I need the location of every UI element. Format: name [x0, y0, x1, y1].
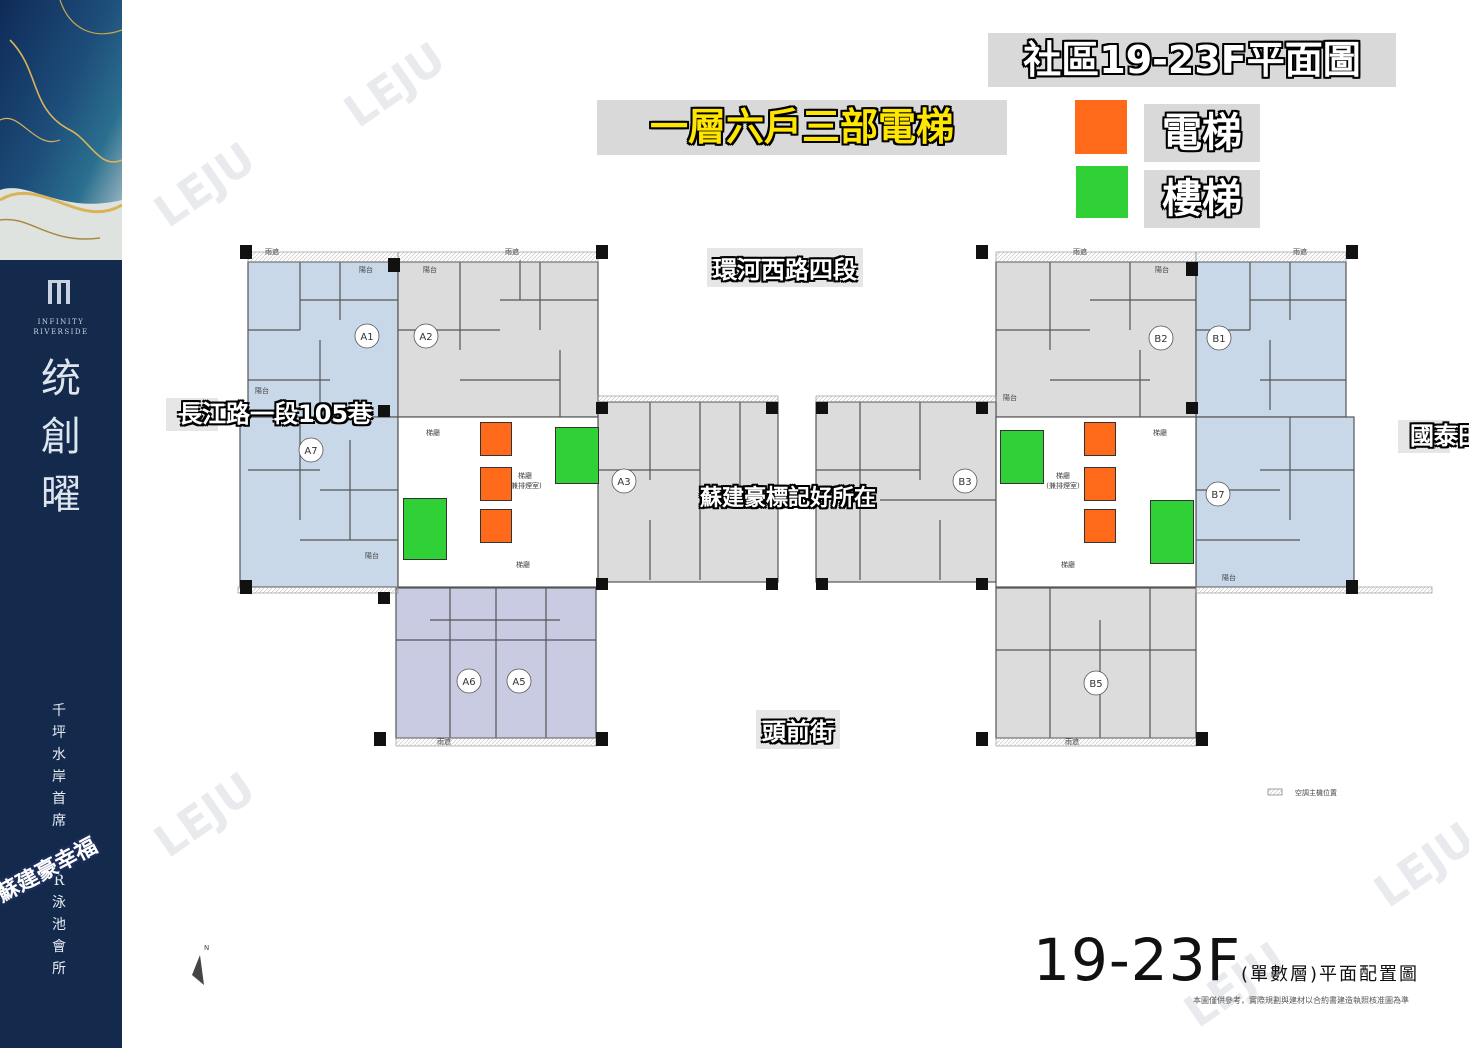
corridor-label: 梯廳 — [1153, 428, 1167, 437]
headline: 一層六戶三部電梯 — [597, 100, 1007, 155]
sidebar-tagline: 千 坪 水 岸 首 席 S R 泳 池 會 所 — [44, 700, 74, 980]
street-top: 環河西路四段 — [707, 248, 863, 287]
brand-logo-icon — [48, 280, 70, 304]
unit-label-b5: B5 — [1089, 679, 1102, 690]
elevator-box — [480, 467, 512, 501]
balcony-label: 陽台 — [359, 265, 373, 274]
street-right-text: 國泰田社區 — [1410, 422, 1469, 450]
north-arrow-icon: N — [192, 944, 209, 985]
street-left: 長江路一段105巷 — [166, 398, 372, 431]
tagline-char: 首 — [52, 791, 66, 807]
brand-name-zh-1: 统 — [41, 356, 81, 402]
balcony-label: 陽台 — [365, 551, 379, 560]
balcony-label: 陽台 — [1222, 573, 1236, 582]
unit-label-a3: A3 — [617, 477, 630, 488]
tagline-char: 所 — [52, 961, 66, 977]
unit-label-a2: A2 — [419, 332, 432, 343]
unit-label-a5: A5 — [512, 677, 525, 688]
street-right: 國泰田社區 — [1398, 420, 1469, 453]
corridor-label: 梯廳 — [426, 428, 440, 437]
stairs-box — [1150, 500, 1194, 564]
elevator-box — [480, 422, 512, 456]
street-left-text: 長江路一段105巷 — [178, 400, 372, 429]
tagline-char: S — [54, 851, 64, 867]
unit-label-a6: A6 — [462, 677, 475, 688]
ac-note: 空調主機位置 — [1295, 788, 1337, 797]
legend-label-stairs: 樓梯 — [1144, 170, 1260, 228]
tagline-char: 泳 — [52, 895, 66, 911]
tagline-char: 坪 — [52, 725, 66, 741]
legend-label-elevator: 電梯 — [1144, 104, 1260, 162]
balcony-label: 陽台 — [423, 265, 437, 274]
north-label: N — [204, 944, 209, 952]
stairs-box — [555, 427, 599, 484]
canopy-label: 雨遮 — [1065, 737, 1079, 746]
title-badge: 社區19-23F平面圖 — [988, 33, 1396, 87]
tagline-char: R — [53, 873, 65, 889]
brand-name-en-1: INFINITY — [37, 318, 85, 326]
unit-label-b1: B1 — [1212, 334, 1225, 345]
canopy-label: 雨遮 — [505, 247, 519, 256]
floor-number: 19-23F — [1033, 926, 1241, 994]
street-bottom: 頭前街 — [756, 710, 840, 749]
brand-name-zh-2: 創 — [41, 414, 81, 460]
unit-label-a1: A1 — [360, 332, 373, 343]
stairs-box — [1000, 430, 1044, 484]
canopy-label: 雨遮 — [1073, 247, 1087, 256]
elevator-box — [1084, 509, 1116, 543]
canopy-label: 雨遮 — [265, 247, 279, 256]
brand-name-zh-3: 曜 — [41, 472, 81, 518]
legend-swatch-elevator — [1075, 100, 1127, 154]
brand-name-en-2: RIVERSIDE — [33, 328, 89, 336]
lobby-right-sub: (兼排煙室) — [1046, 481, 1080, 490]
floor-paren: (單數層) — [1240, 964, 1319, 985]
tagline-char: 池 — [52, 917, 66, 933]
center-overlay-text: 蘇建豪標記好所在 — [700, 486, 877, 511]
lobby-right-label: 梯廳 — [1056, 471, 1070, 480]
elevator-box — [1084, 467, 1116, 501]
corridor-label: 梯廳 — [516, 560, 530, 569]
unit-label-b3: B3 — [958, 477, 971, 488]
corridor-label: 梯廳 — [1061, 560, 1075, 569]
floor-label: 19-23F(單數層)平面配置圖 — [1033, 926, 1419, 994]
floor-suffix: 平面配置圖 — [1319, 964, 1419, 985]
unit-label-b2: B2 — [1154, 334, 1167, 345]
tagline-char: 會 — [52, 939, 66, 955]
elevator-box — [480, 509, 512, 543]
unit-label-b7: B7 — [1211, 490, 1224, 501]
tagline-char: 席 — [52, 813, 66, 829]
stairs-box — [403, 498, 447, 560]
legend-swatch-stairs — [1076, 166, 1128, 218]
balcony-label: 陽台 — [1155, 265, 1169, 274]
balcony-label: 陽台 — [1003, 393, 1017, 402]
canopy-label: 雨遮 — [1293, 247, 1307, 256]
tagline-char: 岸 — [52, 769, 66, 785]
elevator-box — [1084, 422, 1116, 456]
lobby-left-label: 梯廳 — [518, 471, 532, 480]
canopy-label: 雨遮 — [437, 737, 451, 746]
tagline-char: 千 — [52, 703, 66, 719]
marble-artwork — [0, 0, 122, 260]
lobby-left-sub: (兼排煙室) — [508, 481, 542, 490]
disclaimer: 本圖僅供參考，實際規劃與建材以合約書建造執照核准圖為準 — [1193, 996, 1409, 1005]
tagline-char: 水 — [52, 747, 66, 763]
balcony-label: 陽台 — [255, 386, 269, 395]
sidebar-brand-panel: INFINITY RIVERSIDE 统 創 曜 千 坪 水 岸 首 席 S R… — [0, 0, 122, 1048]
unit-b5-area — [995, 587, 1197, 739]
unit-label-a7: A7 — [304, 446, 317, 457]
